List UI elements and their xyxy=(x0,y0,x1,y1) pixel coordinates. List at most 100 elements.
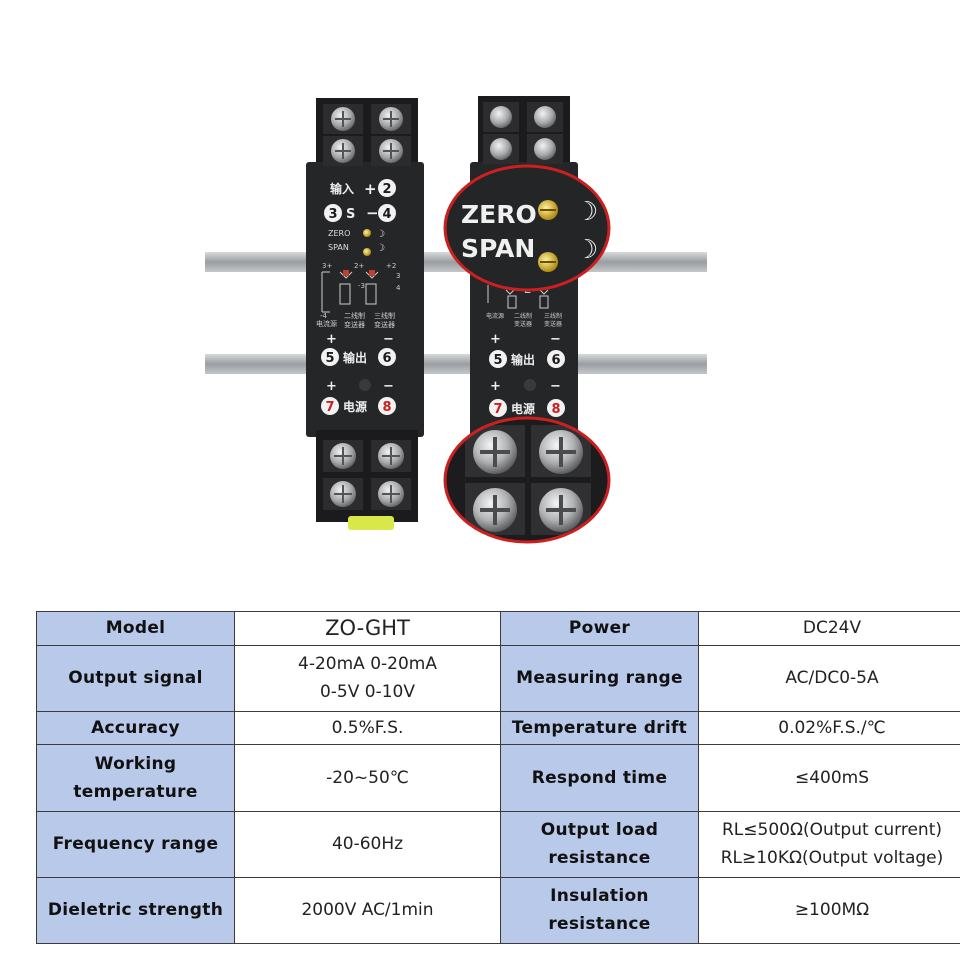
spec-label: Output load resistance xyxy=(500,810,699,878)
svg-text:-4: -4 xyxy=(320,312,328,320)
type-label-3wire: 三线制 xyxy=(374,311,395,320)
svg-text:+: + xyxy=(326,379,337,394)
svg-text:−: − xyxy=(550,332,561,347)
spec-value-line: 0.5%F.S. xyxy=(331,718,404,739)
spec-row: Accuracy 0.5%F.S. Temperature drift 0.02%F.… xyxy=(36,710,960,746)
spec-value-line: 0-5V 0-10V xyxy=(319,682,415,703)
spec-label: Frequency range xyxy=(36,810,235,878)
spec-value: AC/DC0-5A xyxy=(698,644,960,712)
svg-text:2+: 2+ xyxy=(354,262,364,270)
spec-label: Respond time xyxy=(500,744,699,812)
zoom-bubble-pots: ZERO ☽ SPAN ☽ xyxy=(443,164,611,292)
zero-label: ZERO xyxy=(328,229,350,238)
terminal-2: 2 xyxy=(382,182,391,197)
svg-text:变送器: 变送器 xyxy=(544,320,562,328)
product-photo: 输入 + 2 3 S − 4 ZERO ☽ SPAN ☽ 3+ 2+ +2 3 … xyxy=(205,96,707,544)
spec-label: Accuracy xyxy=(36,710,235,746)
span-label: SPAN xyxy=(328,243,349,252)
spec-value-line: -20~50℃ xyxy=(326,768,409,789)
right-output-label: 输出 xyxy=(511,352,535,367)
zero-pot xyxy=(363,229,371,237)
spec-label: Model xyxy=(36,611,235,646)
svg-text:变送器: 变送器 xyxy=(374,320,395,329)
svg-text:☽: ☽ xyxy=(575,197,598,227)
right-terminal-7: 7 xyxy=(493,402,502,417)
spec-value: 2000V AC/1min xyxy=(234,876,501,945)
terminal-screws-top xyxy=(323,104,411,166)
svg-text:3: 3 xyxy=(396,272,400,280)
spec-value: 0.02%F.S./℃ xyxy=(698,710,960,746)
power-label: 电源 xyxy=(343,399,367,414)
spec-value: DC24V xyxy=(698,611,960,646)
svg-text:3+: 3+ xyxy=(322,262,332,270)
spec-label: Power xyxy=(500,611,699,646)
spec-label: Insulation resistance xyxy=(500,876,699,945)
spec-value-line: ZO-GHT xyxy=(325,616,410,641)
spec-label: Working temperature xyxy=(36,744,235,812)
zoom-zero-label: ZERO xyxy=(461,200,537,229)
spec-value: ≥100MΩ xyxy=(698,876,960,945)
output-label: 输出 xyxy=(343,350,367,365)
spec-value: ZO-GHT xyxy=(234,611,501,646)
spec-value: 40-60Hz xyxy=(234,810,501,878)
svg-text:−: − xyxy=(383,379,394,394)
svg-text:+2: +2 xyxy=(386,262,396,270)
spec-value: RL≤500Ω(Output current) RL≥10KΩ(Output vo… xyxy=(698,810,960,878)
svg-text:电流源: 电流源 xyxy=(486,312,504,320)
terminal-6: 6 xyxy=(382,351,391,366)
terminal-s: S xyxy=(346,207,355,222)
terminal-3: 3 xyxy=(328,207,337,222)
spec-value: -20~50℃ xyxy=(234,744,501,812)
svg-text:−: − xyxy=(366,204,379,222)
svg-text:+: + xyxy=(326,332,337,347)
svg-text:-3: -3 xyxy=(358,282,365,290)
svg-text:+: + xyxy=(490,332,501,347)
svg-text:变送器: 变送器 xyxy=(344,320,365,329)
right-terminal-8: 8 xyxy=(551,402,560,417)
spec-row: Frequency range 40-60Hz Output load resist… xyxy=(36,810,960,878)
svg-text:变送器: 变送器 xyxy=(514,320,532,328)
spec-value-line: ≤400mS xyxy=(794,768,870,789)
svg-text:+: + xyxy=(490,379,501,394)
svg-text:+: + xyxy=(364,180,377,198)
spec-value-line: ≥100MΩ xyxy=(794,900,870,921)
spec-value-line: AC/DC0-5A xyxy=(785,668,879,689)
svg-text:−: − xyxy=(550,379,561,394)
spec-value: ≤400mS xyxy=(698,744,960,812)
spec-value-line: RL≤500Ω(Output current) xyxy=(721,820,942,841)
spec-value: 0.5%F.S. xyxy=(234,710,501,746)
spec-value-line: DC24V xyxy=(802,618,862,639)
svg-text:二线制: 二线制 xyxy=(514,312,532,320)
right-power-label: 电源 xyxy=(511,401,535,416)
spec-label: Output signal xyxy=(36,644,235,712)
terminal-8: 8 xyxy=(382,400,391,415)
spec-row: Working temperature -20~50℃ Respond time ≤4… xyxy=(36,744,960,812)
wiring-diagram: 3+ 2+ +2 3 -3 4 -4 xyxy=(320,262,401,320)
svg-text:三线制: 三线制 xyxy=(544,312,562,320)
terminal-7: 7 xyxy=(325,400,334,415)
right-terminal-6: 6 xyxy=(551,353,560,368)
span-pot xyxy=(363,248,371,256)
zoom-bubble-terminals xyxy=(443,416,611,544)
zoom-span-label: SPAN xyxy=(461,234,535,263)
spec-value-line: 2000V AC/1min xyxy=(301,900,434,921)
terminal-screws-bottom xyxy=(323,440,411,510)
left-module: 输入 + 2 3 S − 4 ZERO ☽ SPAN ☽ 3+ 2+ +2 3 … xyxy=(306,98,424,530)
spec-row: Model ZO-GHT Power DC24V xyxy=(36,611,960,646)
spec-value: 4-20mA 0-20mA 0-5V 0-10V xyxy=(234,644,501,712)
input-label: 输入 xyxy=(330,181,354,196)
spec-value-line: 0.02%F.S./℃ xyxy=(778,718,886,739)
din-rail-bottom xyxy=(205,354,707,374)
spec-label: Temperature drift xyxy=(500,710,699,746)
spec-value-line: 40-60Hz xyxy=(331,834,404,855)
terminal-4: 4 xyxy=(382,207,391,222)
svg-text:☽: ☽ xyxy=(376,243,385,254)
spec-value-line: 4-20mA 0-20mA xyxy=(298,654,437,675)
spec-value-line: RL≥10KΩ(Output voltage) xyxy=(720,848,944,869)
right-terminal-5: 5 xyxy=(493,353,502,368)
type-label-2wire: 二线制 xyxy=(344,311,365,320)
type-label-current: 电流源 xyxy=(316,319,337,328)
svg-text:4: 4 xyxy=(396,284,401,292)
